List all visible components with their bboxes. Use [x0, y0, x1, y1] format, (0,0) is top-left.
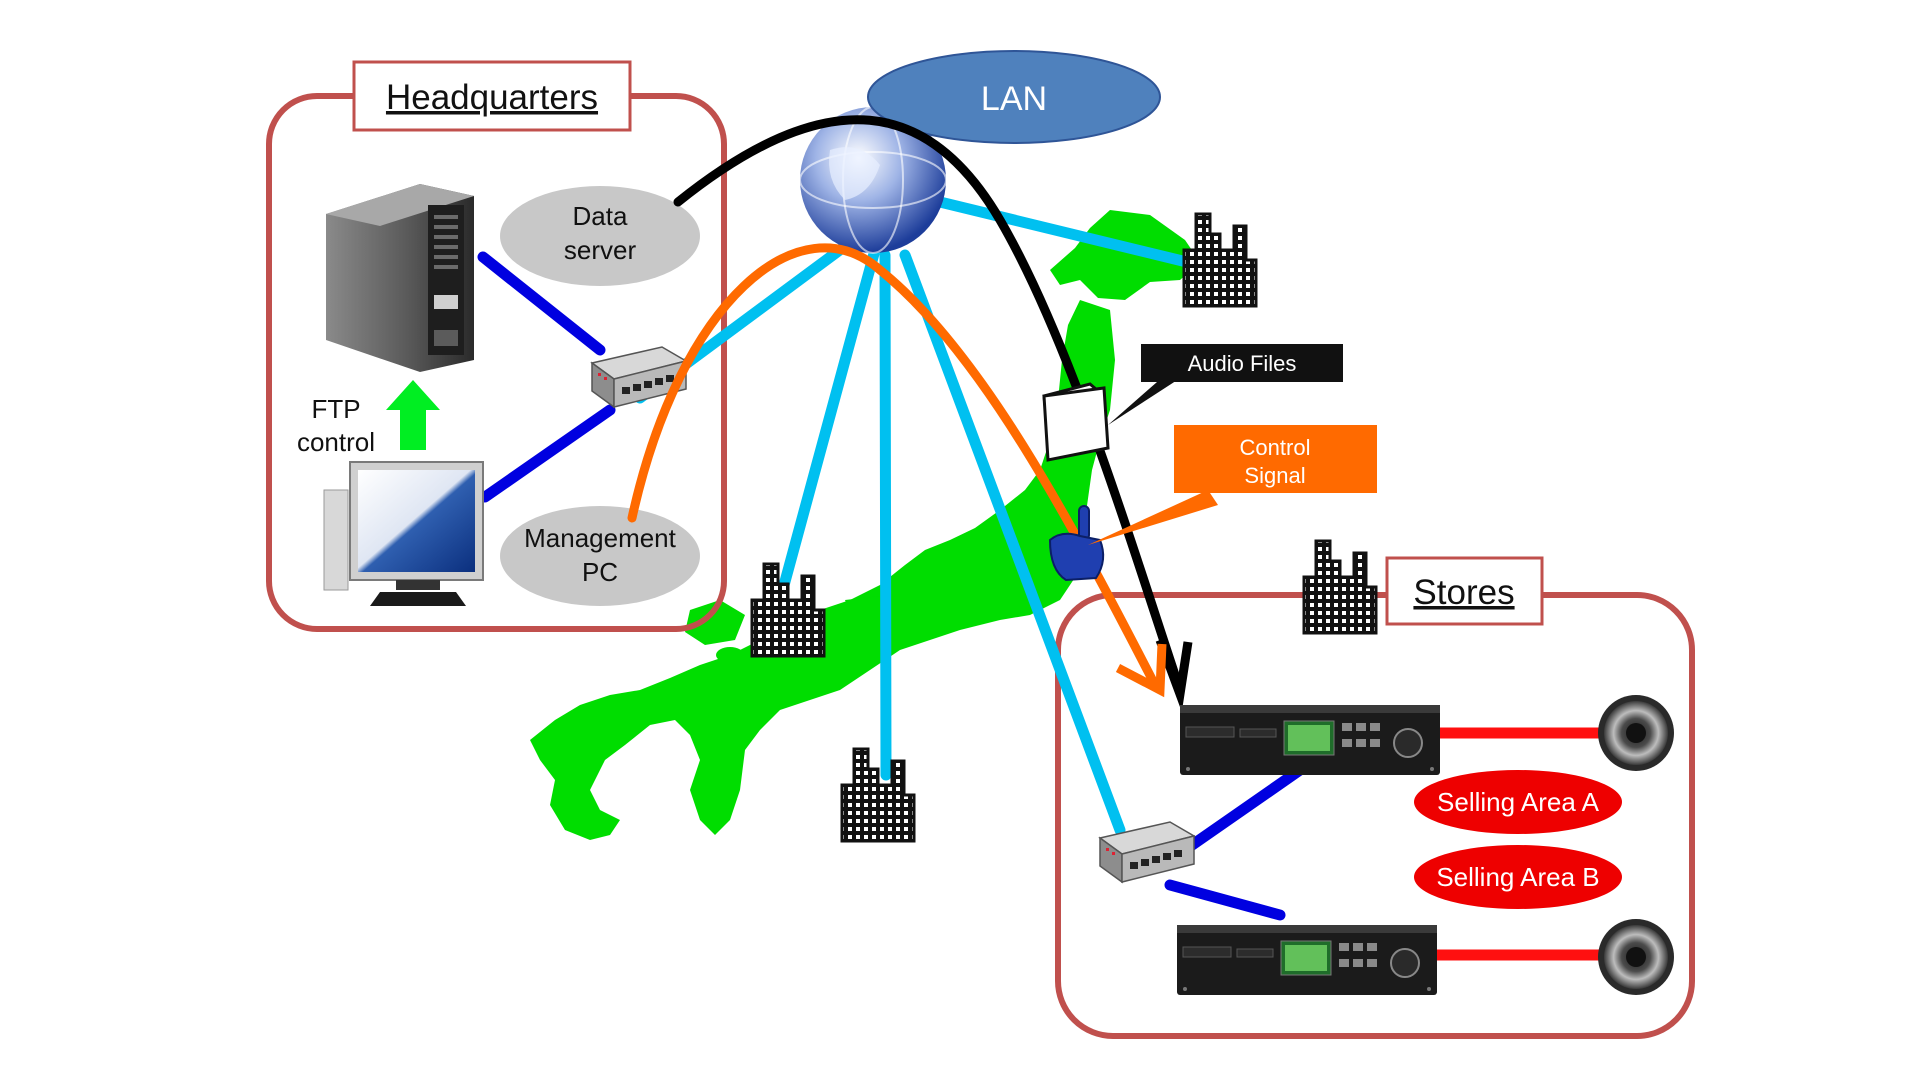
cable-server-hub — [477, 251, 606, 356]
audio-files-arrowhead — [1155, 638, 1193, 712]
building-icon — [1302, 539, 1378, 635]
up-arrow-icon — [386, 380, 440, 450]
ftp-label-line1: FTP — [311, 394, 360, 424]
cable-hub-recorder-b — [1164, 879, 1286, 921]
headquarters-title: Headquarters — [386, 78, 598, 117]
audio-recorder-icon — [1180, 705, 1440, 775]
control-signal-label-line1: Control — [1240, 435, 1311, 460]
control-signal-flow-arrow — [627, 243, 1160, 690]
network-hub-icon — [1099, 821, 1195, 883]
control-signal-label-line2: Signal — [1244, 463, 1305, 488]
headquarters-title-box — [352, 60, 632, 132]
ftp-label-line2: control — [297, 427, 375, 457]
management-pc-icon — [323, 461, 484, 606]
speaker-icon — [1598, 919, 1674, 995]
audio-files-callout — [1141, 344, 1343, 382]
cable-to-building-south — [879, 249, 892, 781]
management-pc-label-line2: PC — [582, 557, 618, 587]
selling-area-b-label: Selling Area B — [1436, 862, 1599, 892]
building-icon — [1182, 212, 1258, 308]
cable-to-building-west — [774, 244, 881, 606]
data-server-label-line1: Data — [573, 201, 628, 231]
lan-label: LAN — [981, 80, 1047, 118]
data-server-label-line2: server — [564, 235, 637, 265]
speaker-icon — [1598, 695, 1674, 771]
data-server-icon — [326, 184, 474, 372]
cable-pc-hub — [479, 404, 616, 503]
cable-to-store-hub — [899, 249, 1126, 836]
audio-files-flow-arrow — [673, 115, 1185, 695]
data-server-bubble — [500, 186, 700, 286]
management-pc-bubble — [500, 506, 700, 606]
control-signal-arrowhead — [1115, 643, 1167, 698]
control-signal-callout — [1174, 425, 1377, 493]
selling-area-a-label: Selling Area A — [1437, 787, 1600, 817]
selling-area-b-badge — [1414, 845, 1622, 909]
audio-files-callout-tail — [1108, 375, 1185, 425]
cable-hub-recorder-a — [1179, 764, 1306, 856]
stores-title: Stores — [1413, 573, 1514, 612]
cable-to-building-north — [934, 196, 1201, 270]
audio-recorder-icon — [1177, 925, 1437, 995]
lan-bubble — [867, 50, 1161, 144]
hand-pointer-icon — [1048, 505, 1105, 582]
management-pc-label-line1: Management — [524, 523, 677, 553]
stores-title-box — [1385, 556, 1544, 626]
selling-area-a-badge — [1414, 770, 1622, 834]
building-icon — [840, 747, 916, 843]
control-signal-callout-tail — [1088, 490, 1218, 545]
audio-file-icon — [1042, 382, 1110, 462]
audio-files-label: Audio Files — [1188, 351, 1297, 376]
